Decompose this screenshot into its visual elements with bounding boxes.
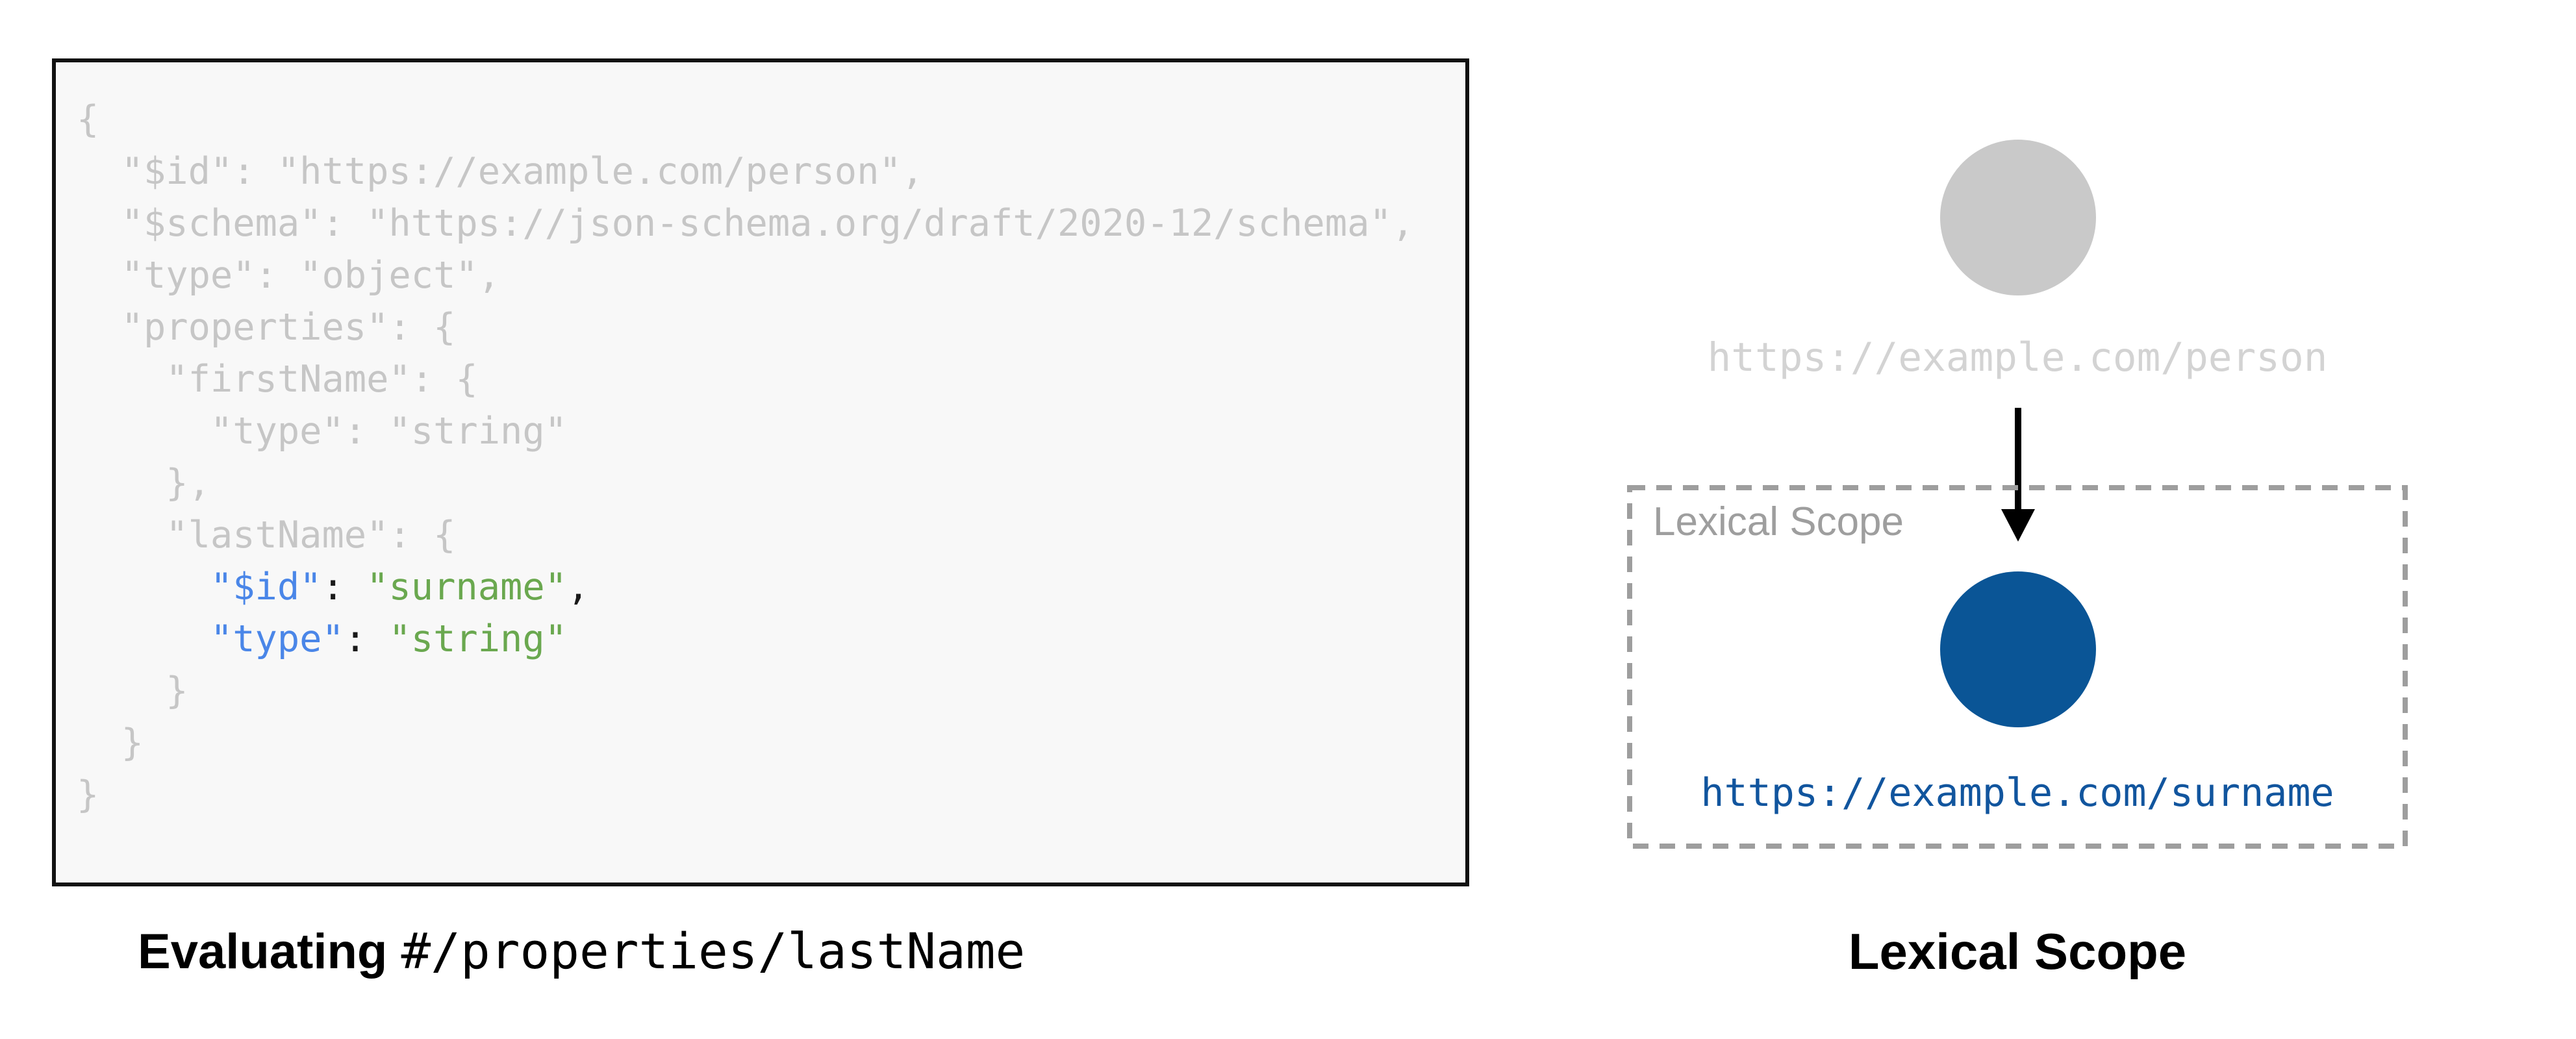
caption-space bbox=[387, 924, 401, 979]
lexical-scope-box-border bbox=[1627, 485, 2408, 849]
lexical-scope-box-label: Lexical Scope bbox=[1653, 499, 1904, 544]
code-line: }, bbox=[77, 462, 210, 505]
child-schema-circle bbox=[1940, 571, 2096, 727]
evaluating-caption-bold: Evaluating bbox=[138, 924, 388, 979]
parent-schema-circle bbox=[1940, 140, 2096, 295]
code-line: } bbox=[77, 721, 144, 764]
evaluating-caption-pointer: #/properties/lastName bbox=[401, 922, 1026, 980]
code-line: { bbox=[77, 98, 99, 141]
code-line: } bbox=[77, 773, 99, 816]
code-line: } bbox=[77, 670, 188, 712]
code-block: { "$id": "https://example.com/person", "… bbox=[77, 94, 1459, 821]
evaluating-caption: Evaluating #/properties/lastName bbox=[138, 922, 1025, 1000]
child-uri-label: https://example.com/surname bbox=[1700, 770, 2334, 816]
arrow-down-line bbox=[2015, 408, 2021, 510]
lexical-scope-box bbox=[1627, 485, 2408, 849]
code-line: "firstName": { bbox=[77, 358, 478, 401]
code-line: "$id": "https://example.com/person", bbox=[77, 150, 924, 193]
code-line: "type": "string" bbox=[77, 410, 567, 453]
code-line: "$schema": "https://json-schema.org/draf… bbox=[77, 202, 1415, 245]
code-line: "type": "object", bbox=[77, 254, 501, 297]
arrow-down-head-icon bbox=[2001, 509, 2035, 542]
code-line: "properties": { bbox=[77, 306, 456, 349]
lexical-scope-title: Lexical Scope bbox=[1848, 923, 2187, 980]
code-line: "lastName": { bbox=[77, 514, 456, 557]
json-schema-code-panel: { "$id": "https://example.com/person", "… bbox=[52, 58, 1469, 886]
code-line: "type": "string" bbox=[210, 618, 567, 660]
code-line: "$id": "surname", bbox=[210, 566, 590, 608]
parent-uri-label: https://example.com/person bbox=[1707, 334, 2328, 381]
